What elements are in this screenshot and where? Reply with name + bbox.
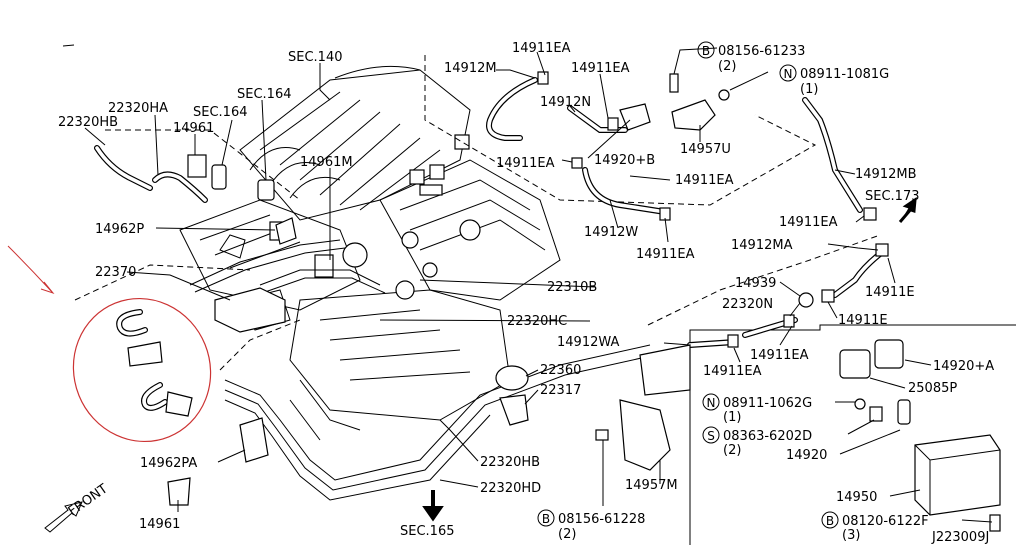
label-14962pa: 14962PA (140, 456, 197, 471)
marker-b-3: B (826, 514, 834, 528)
label-08156-61233-qty: (2) (718, 59, 736, 74)
label-14912ma: 14912MA (731, 238, 793, 253)
label-14957u: 14957U (680, 142, 731, 157)
label-14911e-2: 14911E (838, 313, 888, 328)
label-08363-6202d-qty: (2) (723, 443, 741, 458)
label-22360: 22360 (540, 363, 581, 378)
label-08363-6202d: 08363-6202D (723, 429, 812, 444)
label-08156-61233: 08156-61233 (718, 44, 805, 59)
label-sec140: SEC.140 (288, 50, 343, 65)
label-22320hc: 22320HC (507, 314, 567, 329)
leader-lines (84, 47, 993, 523)
label-08120-6122f: 08120-6122F (842, 514, 929, 529)
circled-markers: B N N S B B (537, 41, 839, 529)
label-14911ea-4: 14911EA (675, 173, 734, 188)
label-08911-1062g-qty: (1) (723, 410, 741, 425)
label-sec164-b: SEC.164 (193, 105, 248, 120)
label-14939: 14939 (735, 276, 776, 291)
marker-b-2: B (542, 512, 550, 526)
annotation-circle (72, 297, 212, 443)
vacuum-tubes (189, 239, 656, 501)
marker-b-1: B (702, 44, 710, 58)
label-25085p: 25085P (908, 381, 957, 396)
label-08911-1081g-qty: (1) (800, 82, 818, 97)
label-14912wa: 14912WA (557, 335, 619, 350)
label-14912w: 14912W (584, 225, 638, 240)
label-14911ea-3: 14911EA (496, 156, 555, 171)
canister-frame (689, 324, 1016, 545)
section-arrows (44, 197, 917, 533)
label-22310b: 22310B (547, 280, 597, 295)
label-08156-61228: 08156-61228 (558, 512, 645, 527)
label-08156-61228-qty: (2) (558, 527, 576, 542)
dashed-boundaries (74, 55, 881, 371)
label-14920b: 14920+B (594, 153, 655, 168)
label-14961-top: 14961 (173, 121, 214, 136)
label-sec173: SEC.173 (865, 189, 920, 204)
marker-s-1: S (707, 429, 715, 443)
label-front: FRONT (66, 481, 111, 519)
sec165-arrow (422, 490, 444, 522)
label-22320ha: 22320HA (108, 101, 168, 116)
marker-n-1: N (784, 67, 793, 81)
label-14920a: 14920+A (933, 359, 994, 374)
label-14912n: 14912N (540, 95, 591, 110)
label-diagram-code: J223009J (931, 530, 989, 545)
label-14911ea-2: 14911EA (571, 61, 630, 76)
label-08911-1062g: 08911-1062G (723, 396, 812, 411)
label-14912mb: 14912MB (855, 167, 917, 182)
label-22370: 22370 (95, 265, 136, 280)
label-22320n: 22320N (722, 297, 773, 312)
components (127, 71, 1001, 532)
label-22320hb-bot: 22320HB (480, 455, 540, 470)
label-14961m: 14961M (300, 155, 353, 170)
marker-n-2: N (707, 396, 716, 410)
label-14911ea-8: 14911EA (703, 364, 762, 379)
sec173-arrow (898, 197, 917, 223)
label-22317: 22317 (540, 383, 581, 398)
label-14920: 14920 (786, 448, 827, 463)
label-08120-6122f-qty: (3) (842, 528, 860, 543)
annotation-arrow (7, 245, 55, 295)
label-22320hb-top: 22320HB (58, 115, 118, 130)
label-14911ea-6: 14911EA (779, 215, 838, 230)
front-arrow-icon (44, 501, 83, 533)
label-14911ea-7: 14911EA (750, 348, 809, 363)
label-22320hd: 22320HD (480, 481, 541, 496)
label-14961-bot: 14961 (139, 517, 180, 532)
label-14912m: 14912M (444, 61, 497, 76)
label-14962p: 14962P (95, 222, 144, 237)
label-14950: 14950 (836, 490, 877, 505)
label-14911e-1: 14911E (865, 285, 915, 300)
label-14911ea-1: 14911EA (512, 41, 571, 56)
label-14911ea-5: 14911EA (636, 247, 695, 262)
part-labels: SEC.140 22320HA SEC.164 SEC.164 22320HB … (58, 41, 994, 545)
label-08911-1081g: 08911-1081G (800, 67, 889, 82)
label-sec165: SEC.165 (400, 524, 455, 539)
label-14957m: 14957M (625, 478, 678, 493)
label-sec164-a: SEC.164 (237, 87, 292, 102)
